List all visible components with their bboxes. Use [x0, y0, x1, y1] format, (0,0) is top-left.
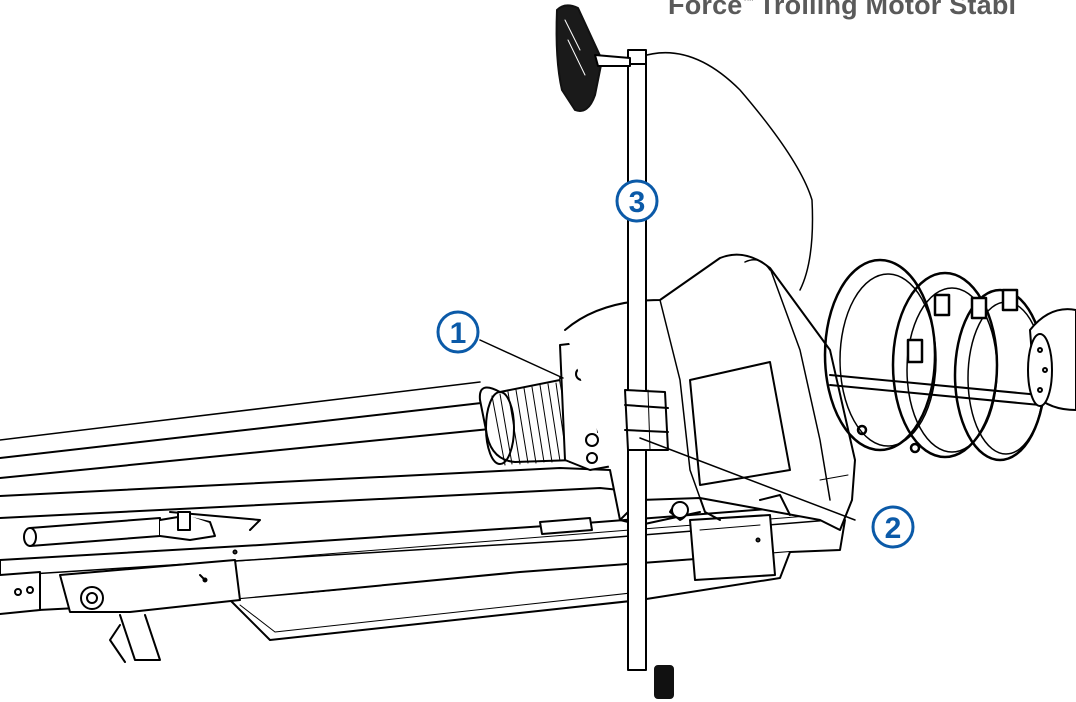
coiled-cable	[823, 258, 1047, 462]
callout-2: 2	[871, 505, 915, 549]
leader-1	[479, 339, 564, 379]
motor-head	[1027, 308, 1076, 411]
callout-1: 1	[436, 310, 480, 354]
callout-2-label: 2	[885, 512, 902, 545]
title-rest: Trolling Motor Stabi	[758, 0, 1017, 20]
callout-3-label: 3	[629, 186, 646, 219]
leader-2	[639, 437, 856, 521]
callout-1-label: 1	[450, 317, 467, 350]
remote-cable	[639, 51, 814, 291]
rail-cylinder	[23, 503, 688, 547]
callout-leaders	[479, 339, 856, 521]
title-trademark: ™	[742, 0, 755, 8]
title-brand: Force	[668, 0, 743, 20]
remote-control	[555, 4, 631, 112]
callout-3: 3	[615, 179, 659, 223]
